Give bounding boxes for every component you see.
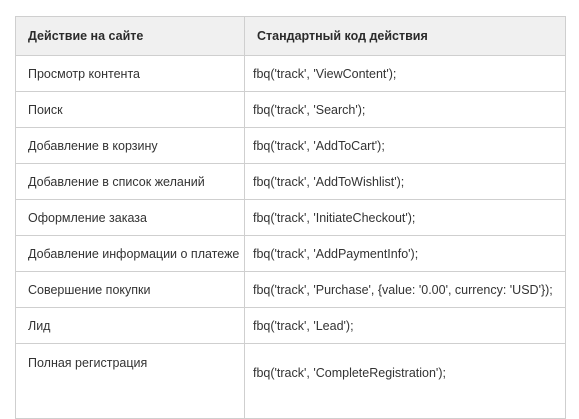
header-site-action: Действие на сайте	[15, 16, 245, 56]
standard-events-table: Действие на сайте Стандартный код действ…	[15, 16, 566, 419]
table-row: Оформление заказа fbq('track', 'Initiate…	[15, 199, 566, 236]
event-code-cell: fbq('track', 'AddToWishlist');	[244, 163, 566, 200]
event-name-cell: Оформление заказа	[15, 199, 245, 236]
event-code-cell: fbq('track', 'Lead');	[244, 307, 566, 344]
table-row: Добавление информации о платеже fbq('tra…	[15, 235, 566, 272]
event-name-cell: Полная регистрация	[15, 343, 245, 419]
table-row: Добавление в список желаний fbq('track',…	[15, 163, 566, 200]
table-row: Поиск fbq('track', 'Search');	[15, 91, 566, 128]
table-row: Просмотр контента fbq('track', 'ViewCont…	[15, 55, 566, 92]
table-row: Совершение покупки fbq('track', 'Purchas…	[15, 271, 566, 308]
event-code-cell: fbq('track', 'ViewContent');	[244, 55, 566, 92]
header-standard-code: Стандартный код действия	[244, 16, 566, 56]
event-name-cell: Добавление информации о платеже	[15, 235, 245, 272]
event-code-cell: fbq('track', 'Search');	[244, 91, 566, 128]
header-row: Действие на сайте Стандартный код действ…	[15, 16, 566, 56]
event-name-cell: Лид	[15, 307, 245, 344]
event-name-cell: Добавление в список желаний	[15, 163, 245, 200]
event-name-cell: Добавление в корзину	[15, 127, 245, 164]
event-code-cell: fbq('track', 'Purchase', {value: '0.00',…	[244, 271, 566, 308]
table-row: Добавление в корзину fbq('track', 'AddTo…	[15, 127, 566, 164]
event-code-cell: fbq('track', 'AddToCart');	[244, 127, 566, 164]
event-code-cell: fbq('track', 'CompleteRegistration');	[244, 343, 566, 419]
event-name-cell: Поиск	[15, 91, 245, 128]
event-name-cell: Совершение покупки	[15, 271, 245, 308]
event-name-cell: Просмотр контента	[15, 55, 245, 92]
table-body: Просмотр контента fbq('track', 'ViewCont…	[15, 55, 566, 419]
event-code-cell: fbq('track', 'AddPaymentInfo');	[244, 235, 566, 272]
table-header: Действие на сайте Стандартный код действ…	[15, 16, 566, 56]
table-row: Полная регистрация fbq('track', 'Complet…	[15, 343, 566, 419]
event-code-cell: fbq('track', 'InitiateCheckout');	[244, 199, 566, 236]
table-row: Лид fbq('track', 'Lead');	[15, 307, 566, 344]
